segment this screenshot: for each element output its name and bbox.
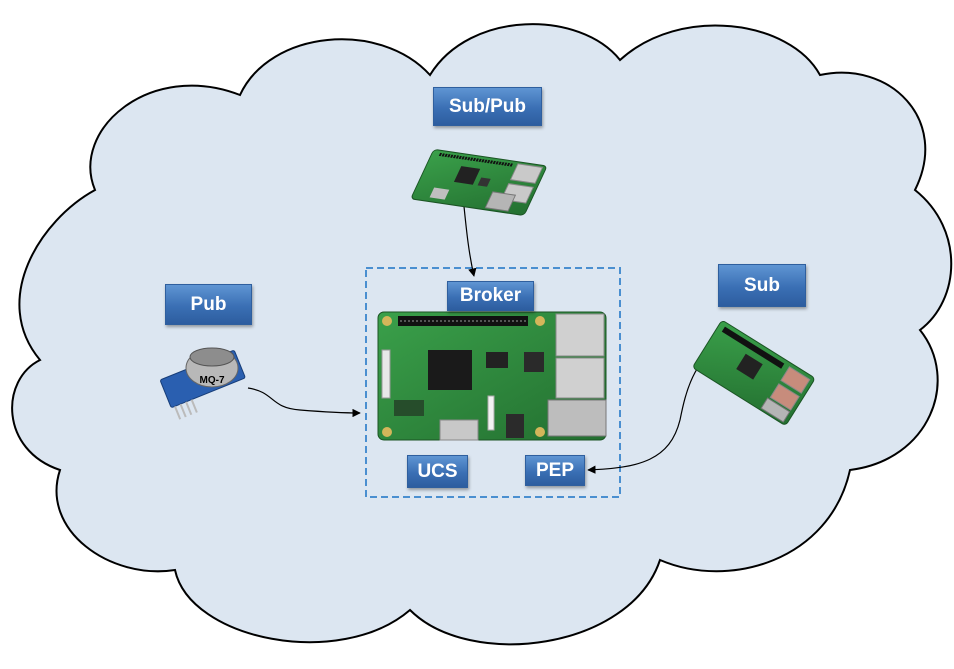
- broker-label: Broker: [447, 281, 534, 311]
- broker-boundary: [365, 267, 621, 498]
- raspberry-pi-board-icon: [411, 149, 547, 216]
- raspberry-pi-board-icon: [377, 311, 607, 441]
- pub-to-broker-connector: [247, 387, 361, 418]
- sub-label: Sub: [718, 264, 806, 307]
- pub-label: Pub: [165, 284, 252, 325]
- pep-label: PEP: [525, 455, 585, 486]
- subpub-label: Sub/Pub: [433, 87, 542, 126]
- sensor-marking: MQ-7: [200, 375, 225, 386]
- ucs-label: UCS: [407, 455, 468, 488]
- gas-sensor-icon: MQ-7: [160, 347, 246, 420]
- raspberry-pi-board-icon: [693, 321, 815, 425]
